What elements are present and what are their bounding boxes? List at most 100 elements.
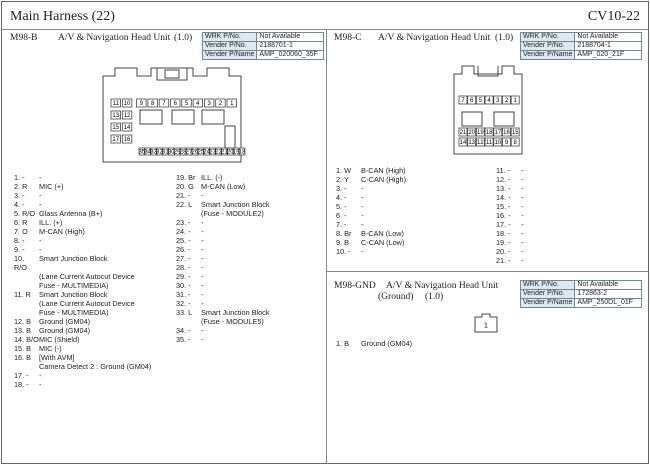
pin-description: Smart Junction Block xyxy=(201,200,270,209)
pin-entry: 13. -- xyxy=(496,184,523,193)
vname-value: AMP_020_21F xyxy=(574,50,643,60)
pin-cell xyxy=(467,95,477,105)
pin-description: - xyxy=(361,184,364,193)
pin-cell xyxy=(121,110,133,120)
pin-cell xyxy=(204,98,215,108)
pin-description: - xyxy=(201,254,204,263)
pin-number: 7. - xyxy=(336,220,347,229)
connector-name-m98c: A/V & Navigation Head Unit xyxy=(378,33,491,43)
pin-number: 2. R xyxy=(14,182,28,191)
pin-description: Glass Antenna (B+) xyxy=(39,209,103,218)
pin-cell xyxy=(484,137,494,147)
pin-description: - xyxy=(521,193,524,202)
pin-description: - xyxy=(361,220,364,229)
pin-cell xyxy=(484,127,494,137)
pin-description: (Lane Current Autocut Device xyxy=(39,299,135,308)
pin-cell-label: 19 xyxy=(233,150,240,156)
wrk-value: Not Available xyxy=(574,280,643,290)
pin-cell-label: 20 xyxy=(468,130,475,136)
pin-cell-label: 33 xyxy=(150,150,157,156)
section-divider xyxy=(327,271,648,272)
pin-number: 35. - xyxy=(176,335,191,344)
pin-entry: 5. -- xyxy=(336,202,406,211)
pin-entry: 1. -- xyxy=(14,173,151,182)
pin-number xyxy=(176,317,201,326)
pin-number xyxy=(14,362,39,371)
pin-number: 1. W xyxy=(336,166,351,175)
pin-cell xyxy=(475,95,485,105)
pin-entry: 11. -- xyxy=(496,166,523,175)
pin-entry: 3. -- xyxy=(14,191,151,200)
pin-description: - xyxy=(39,380,42,389)
pin-description: Ground (GM04) xyxy=(39,317,91,326)
pin-description: M-CAN (Low) xyxy=(201,182,246,191)
pin-description: - xyxy=(201,281,204,290)
pin-cell xyxy=(192,98,203,108)
connector-id-m98b: M98-B xyxy=(10,33,38,43)
pin-description: - xyxy=(201,326,204,335)
pin-description: (Fuse - MODULE5) xyxy=(201,317,264,326)
pin-cell-label: 23 xyxy=(209,150,216,156)
pin-description: ILL. (-) xyxy=(201,173,223,182)
pin-cell xyxy=(226,98,237,108)
pin-description: MIC (-) xyxy=(39,344,62,353)
pin-cell-label: 7 xyxy=(162,101,166,107)
pin-number: 33. L xyxy=(176,308,193,317)
pin-number: 10. R/O xyxy=(14,254,27,272)
pin-cell-label: 5 xyxy=(479,98,483,104)
connector-version-m98c: (1.0) xyxy=(495,33,514,43)
pin-entry: 29. -- xyxy=(176,272,270,281)
pin-entry: 25. -- xyxy=(176,236,270,245)
pin-number: 11. R xyxy=(14,290,31,299)
pin-number: 6. - xyxy=(336,211,347,220)
part-info-table-m98c: WRK P/No.Not Available Vender P/No.21887… xyxy=(519,32,643,60)
vender-value: 2188701-1 xyxy=(256,41,325,51)
pin-entry: 14. -- xyxy=(496,193,523,202)
pin-entry: 31. -- xyxy=(176,290,270,299)
pin-description: Ground (GM04) xyxy=(39,326,91,335)
pin-number: 2. Y xyxy=(336,175,349,184)
pin-cell xyxy=(475,127,485,137)
pin-entry: 27. -- xyxy=(176,254,270,263)
pin-description: - xyxy=(39,191,42,200)
pin-description: - xyxy=(521,229,524,238)
pin-cell xyxy=(510,127,520,137)
pin-entry: (Fuse - MODULE2) xyxy=(176,209,270,218)
pin-number: 16. - xyxy=(496,211,511,220)
pin-description: - xyxy=(39,200,42,209)
pin-number: 25. - xyxy=(176,236,191,245)
pin-description: (Lane Current Autocut Device xyxy=(39,272,135,281)
pin-number: 24. - xyxy=(176,227,191,236)
connector-name-m98b: A/V & Navigation Head Unit xyxy=(58,33,171,43)
pin-description: MIC (+) xyxy=(39,182,64,191)
pin-entry: (Fuse - MODULE5) xyxy=(176,317,270,326)
pin-entry: Fuse - MULTIMEDIA) xyxy=(14,281,151,290)
connector-version-m98gnd: (1.0) xyxy=(425,292,444,302)
pin-entry: Fuse - MULTIMEDIA) xyxy=(14,308,151,317)
pin-label: 1 xyxy=(484,323,488,330)
pin-cell-label: 14 xyxy=(124,125,131,131)
pin-cell xyxy=(475,137,485,147)
pin-description: Smart Junction Block xyxy=(39,290,108,299)
pin-number xyxy=(14,299,39,308)
pin-cell-label: 6 xyxy=(174,101,178,107)
pin-cell-label: 26 xyxy=(192,150,199,156)
pin-number: 28. - xyxy=(176,263,191,272)
pin-number: 6. R xyxy=(14,218,28,227)
pin-entry: 9. -- xyxy=(14,245,151,254)
pin-cell xyxy=(181,98,192,108)
connector-version-m98b: (1.0) xyxy=(174,33,193,43)
pin-cell-label: 9 xyxy=(140,101,144,107)
pin-cell xyxy=(484,95,494,105)
pin-cell xyxy=(502,127,511,137)
pin-entry: 2. R MIC (+) xyxy=(14,182,151,191)
pin-cell xyxy=(510,95,520,105)
